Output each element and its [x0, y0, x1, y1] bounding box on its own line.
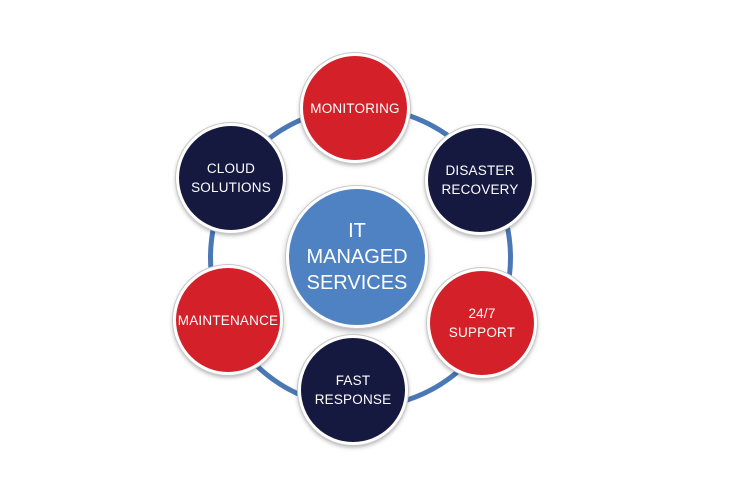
center-node-it-managed-services: IT MANAGED SERVICES	[286, 186, 428, 328]
node-fast-response-label: FAST RESPONSE	[314, 373, 392, 407]
center-node-label: IT MANAGED SERVICES	[306, 220, 408, 294]
node-disaster-recovery-label: DISASTER RECOVERY	[441, 163, 519, 197]
node-disaster-recovery: DISASTER RECOVERY	[425, 125, 535, 235]
node-support-label: 24/7 SUPPORT	[448, 306, 516, 340]
node-cloud-solutions: CLOUD SOLUTIONS	[176, 123, 286, 233]
node-monitoring: MONITORING	[300, 53, 410, 163]
node-maintenance-label: MAINTENANCE	[177, 312, 279, 328]
node-monitoring-label: MONITORING	[310, 100, 400, 116]
node-maintenance: MAINTENANCE	[173, 265, 283, 375]
node-fast-response: FAST RESPONSE	[298, 335, 408, 445]
node-24-7-support: 24/7 SUPPORT	[427, 268, 537, 378]
node-cloud-solutions-label: CLOUD SOLUTIONS	[191, 161, 271, 195]
